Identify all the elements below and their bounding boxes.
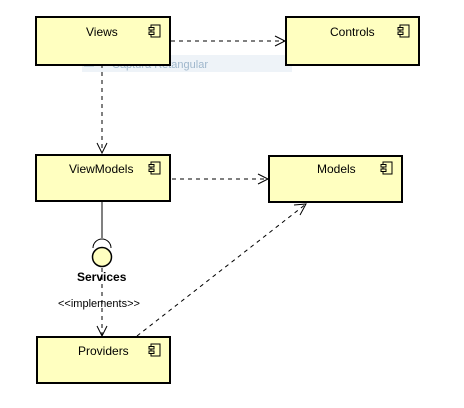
arrowhead-models-from-providers bbox=[293, 203, 307, 216]
component-controls-label: Controls bbox=[330, 25, 375, 39]
component-viewmodels[interactable]: ViewModels bbox=[35, 154, 171, 202]
component-models[interactable]: Models bbox=[268, 155, 403, 203]
component-providers-label: Providers bbox=[78, 344, 129, 358]
component-controls[interactable]: Controls bbox=[285, 16, 420, 66]
arrowhead-viewmodels bbox=[96, 142, 108, 155]
interface-services-label: Services bbox=[77, 270, 127, 284]
component-models-label: Models bbox=[317, 162, 356, 176]
dependency-providers-models bbox=[136, 203, 307, 337]
stereotype-implements-label: <<implements>> bbox=[58, 298, 140, 310]
component-providers[interactable]: Providers bbox=[36, 336, 171, 384]
component-views-label: Views bbox=[86, 25, 118, 39]
component-views[interactable]: Views bbox=[35, 16, 171, 66]
component-viewmodels-label: ViewModels bbox=[69, 162, 133, 176]
lollipop-interface-icon bbox=[91, 246, 113, 268]
socket-arc bbox=[92, 238, 112, 249]
